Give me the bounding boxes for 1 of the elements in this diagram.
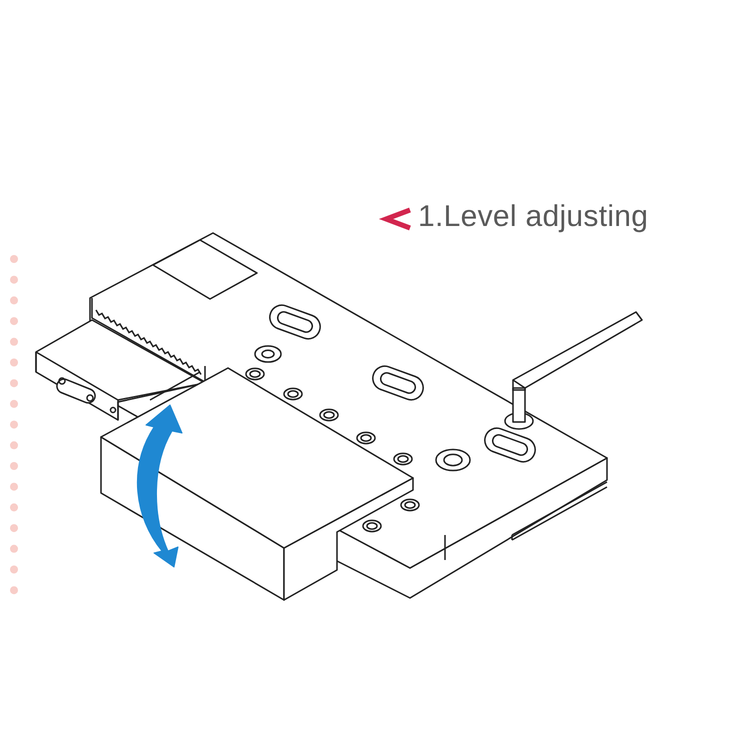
- heading: 1.Level adjusting: [418, 200, 648, 234]
